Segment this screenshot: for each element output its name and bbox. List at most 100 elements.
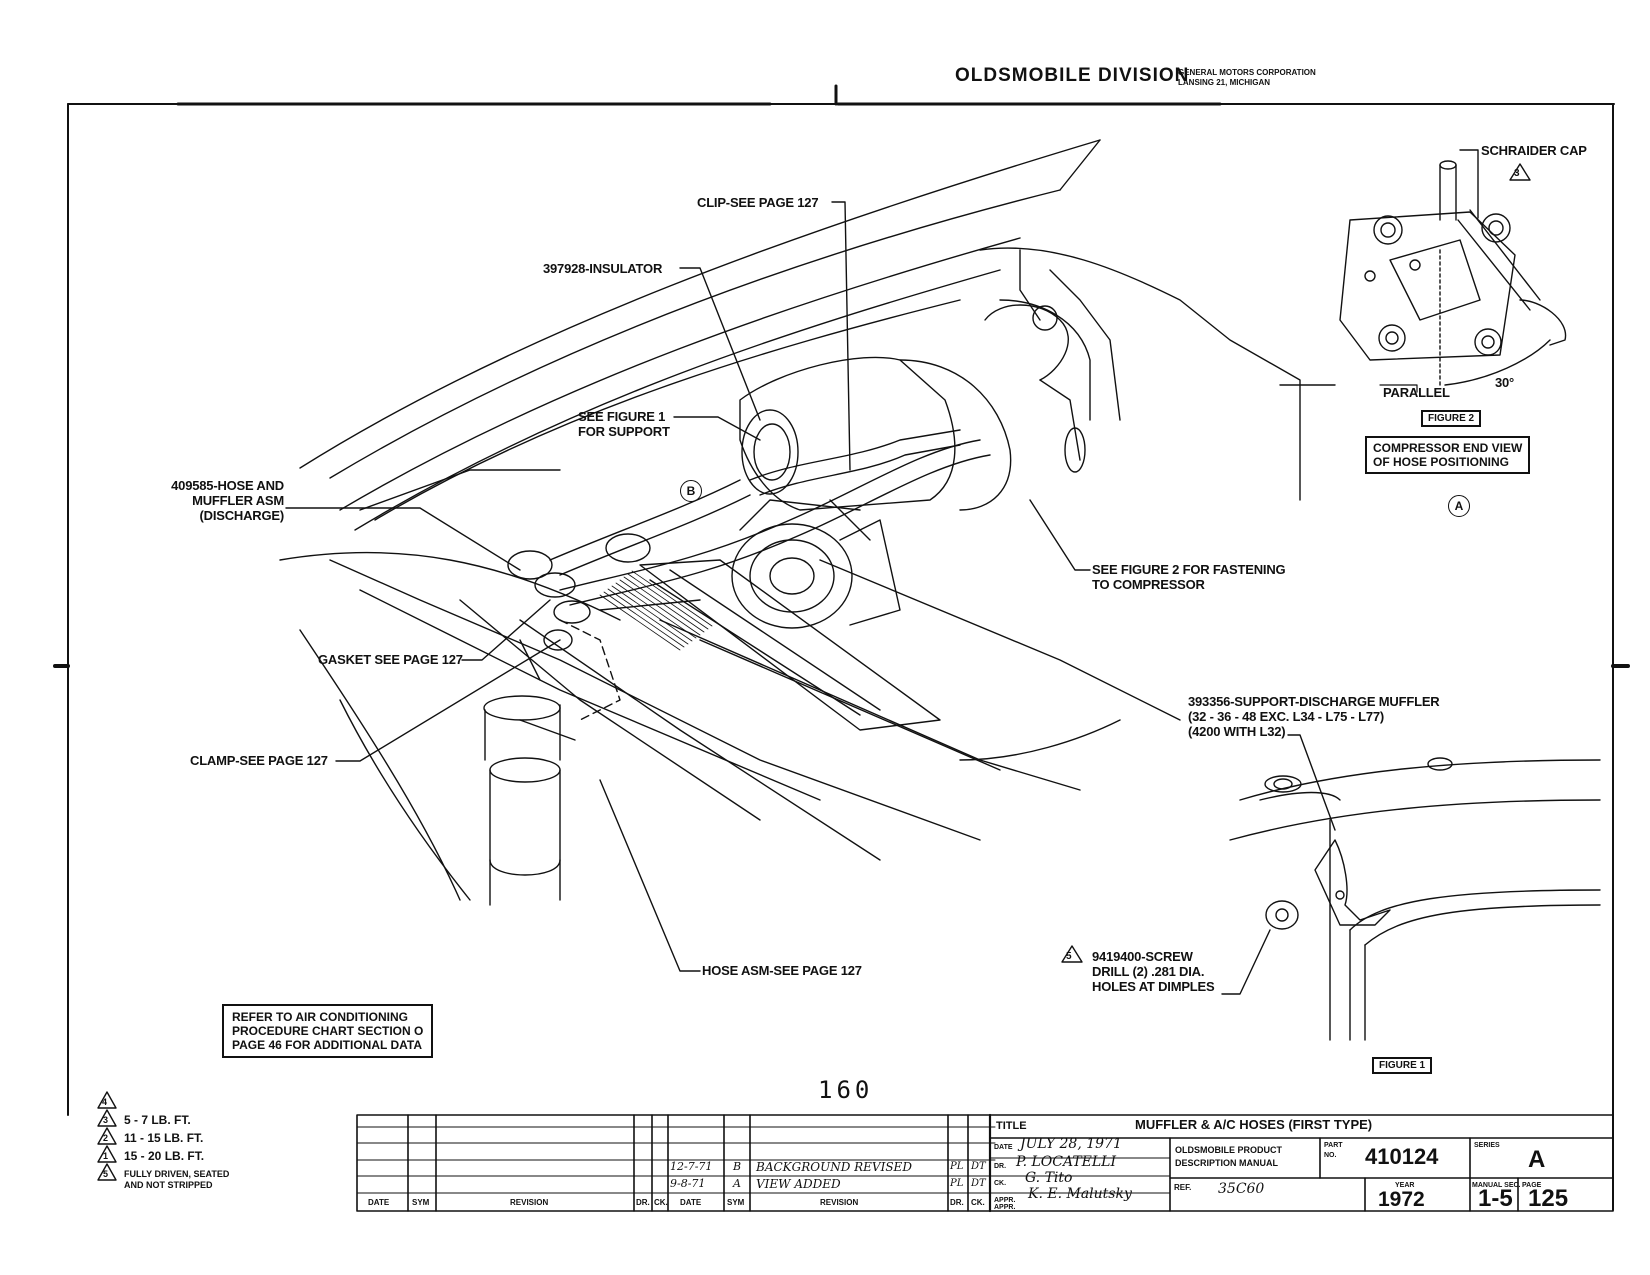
see-figure2-line-1: SEE FIGURE 2 FOR FASTENING xyxy=(1092,562,1286,577)
see-figure1-line-1: SEE FIGURE 1 xyxy=(578,409,666,424)
manual-section-label: MANUAL SEC. xyxy=(1472,1182,1521,1189)
see-figure1-callout: SEE FIGURE 1 FOR SUPPORT xyxy=(578,409,670,439)
drawing-date: JULY 28, 1971 xyxy=(1020,1136,1122,1152)
torque-number-3: 3 xyxy=(103,1115,109,1125)
figure2-caption-line-2: OF HOSE POSITIONING xyxy=(1373,455,1510,469)
screw-line-3: HOLES AT DIMPLES xyxy=(1092,979,1215,994)
rev-header-revision-right: REVISION xyxy=(820,1198,859,1207)
revision-a-sym: A xyxy=(733,1177,741,1190)
page-value: 125 xyxy=(1528,1185,1569,1212)
torque-text-5b: AND NOT STRIPPED xyxy=(124,1180,213,1190)
screw-line-1: 9419400-SCREW xyxy=(1092,949,1193,964)
rev-header-ck-left: CK. xyxy=(654,1198,668,1207)
checked-by: G. Tito xyxy=(1025,1170,1073,1186)
year-label: YEAR xyxy=(1395,1182,1415,1189)
manual-line-1: OLDSMOBILE PRODUCT xyxy=(1175,1145,1282,1155)
support-line-3: (4200 WITH L32) xyxy=(1188,724,1286,739)
drawing-title: MUFFLER & A/C HOSES (FIRST TYPE) xyxy=(1135,1117,1373,1132)
clamp-callout: CLAMP-SEE PAGE 127 xyxy=(190,753,328,768)
revision-a-text: VIEW ADDED xyxy=(756,1177,841,1191)
part-label: PART xyxy=(1324,1142,1343,1149)
schraider-cap-callout: SCHRAIDER CAP xyxy=(1481,143,1587,158)
see-figure1-line-2: FOR SUPPORT xyxy=(578,424,670,439)
rev-header-date-left: DATE xyxy=(368,1198,390,1207)
approved-by-label-2: APPR. xyxy=(994,1204,1016,1211)
torque-text-1: 15 - 20 LB. FT. xyxy=(124,1149,205,1163)
torque-text-3: 5 - 7 LB. FT. xyxy=(124,1113,191,1127)
series-value: A xyxy=(1528,1146,1546,1173)
rev-header-revision-left: REVISION xyxy=(510,1198,549,1207)
angle-label: 30° xyxy=(1495,375,1515,390)
part-no-label: NO. xyxy=(1324,1152,1337,1159)
revision-b-text: BACKGROUND REVISED xyxy=(756,1160,912,1174)
rev-header-sym-left: SYM xyxy=(412,1198,430,1207)
revision-a-ck: DT xyxy=(971,1178,986,1189)
support-callout: 393356-SUPPORT-DISCHARGE MUFFLER (32 - 3… xyxy=(1188,694,1440,739)
year-value: 1972 xyxy=(1378,1188,1425,1211)
revision-b-date: 12-7-71 xyxy=(670,1160,713,1173)
insulator-callout: 397928-INSULATOR xyxy=(543,261,663,276)
corporation-line-2: LANSING 21, MICHIGAN xyxy=(1178,78,1271,87)
corporation-label: GENERAL MOTORS CORPORATION LANSING 21, M… xyxy=(1178,68,1316,88)
rev-header-dr-left: DR. xyxy=(636,1198,650,1207)
screw-line-2: DRILL (2) .281 DIA. xyxy=(1092,964,1205,979)
title-label: TITLE xyxy=(996,1120,1027,1132)
hose-muffler-line-2: MUFFLER ASM xyxy=(192,493,284,508)
view-b-marker: B xyxy=(680,480,702,502)
division-title: OLDSMOBILE DIVISION xyxy=(955,65,1190,86)
hose-asm-callout: HOSE ASM-SEE PAGE 127 xyxy=(702,963,862,978)
revision-a-date: 9-8-71 xyxy=(670,1177,706,1190)
support-line-1: 393356-SUPPORT-DISCHARGE MUFFLER xyxy=(1188,694,1440,709)
drawn-by-label: DR. xyxy=(994,1163,1007,1170)
torque-number-2: 2 xyxy=(103,1133,109,1143)
gasket-callout: GASKET SEE PAGE 127 xyxy=(318,652,463,667)
hose-muffler-line-1: 409585-HOSE AND xyxy=(171,478,284,493)
reference-number: 35C60 xyxy=(1218,1181,1265,1197)
manual-line-2: DESCRIPTION MANUAL xyxy=(1175,1158,1278,1168)
torque-text-2: 11 - 15 LB. FT. xyxy=(124,1131,204,1145)
reference-note-line-1: REFER TO AIR CONDITIONING xyxy=(232,1010,409,1024)
revision-b-sym: B xyxy=(733,1160,742,1173)
drawn-by: P. LOCATELLI xyxy=(1016,1154,1116,1170)
page-number: 160 xyxy=(818,1076,874,1104)
date-label: DATE xyxy=(994,1144,1013,1151)
page-label: PAGE xyxy=(1522,1182,1542,1189)
schraider-triangle-number: 3 xyxy=(1514,168,1520,179)
see-figure2-line-2: TO COMPRESSOR xyxy=(1092,577,1205,592)
screw-triangle-number: 5 xyxy=(1066,951,1072,962)
torque-text-5: FULLY DRIVEN, SEATED xyxy=(124,1169,230,1179)
support-line-2: (32 - 36 - 48 EXC. L34 - L75 - L77) xyxy=(1188,709,1385,724)
rev-header-date-right: DATE xyxy=(680,1198,702,1207)
approved-by: K. E. Malutsky xyxy=(1028,1186,1132,1202)
reference-note-line-2: PROCEDURE CHART SECTION O xyxy=(232,1024,424,1038)
revision-b-dr: PL xyxy=(950,1161,964,1172)
torque-number-4: 4 xyxy=(102,1097,108,1107)
rev-header-ck-right: CK. xyxy=(971,1198,985,1207)
reference-note-box: REFER TO AIR CONDITIONING PROCEDURE CHAR… xyxy=(222,1004,434,1058)
figure2-caption: COMPRESSOR END VIEW OF HOSE POSITIONING xyxy=(1365,436,1531,474)
reference-note-line-3: PAGE 46 FOR ADDITIONAL DATA xyxy=(232,1038,423,1052)
figure2-tag: FIGURE 2 xyxy=(1421,410,1482,427)
torque-number-5: 5 xyxy=(103,1169,109,1179)
series-label: SERIES xyxy=(1474,1142,1500,1149)
figure1-tag: FIGURE 1 xyxy=(1372,1057,1433,1074)
revision-b-ck: DT xyxy=(971,1161,986,1172)
ref-label: REF. xyxy=(1174,1183,1192,1192)
figure2-caption-line-1: COMPRESSOR END VIEW xyxy=(1373,441,1523,455)
parallel-label: PARALLEL xyxy=(1383,385,1450,400)
rev-header-dr-right: DR. xyxy=(950,1198,964,1207)
hose-muffler-line-3: (DISCHARGE) xyxy=(199,508,285,523)
revision-a-dr: PL xyxy=(950,1178,964,1189)
checked-by-label: CK. xyxy=(994,1180,1007,1187)
screw-callout: 9419400-SCREW DRILL (2) .281 DIA. HOLES … xyxy=(1092,949,1215,994)
manual-section-value: 1-5 xyxy=(1478,1185,1513,1212)
rev-header-sym-right: SYM xyxy=(727,1198,745,1207)
approved-by-label: APPR. xyxy=(994,1197,1016,1204)
hose-muffler-callout: 409585-HOSE AND MUFFLER ASM (DISCHARGE) xyxy=(110,478,284,523)
see-figure2-callout: SEE FIGURE 2 FOR FASTENING TO COMPRESSOR xyxy=(1092,562,1286,592)
clip-callout: CLIP-SEE PAGE 127 xyxy=(697,195,819,210)
view-a-marker: A xyxy=(1448,495,1470,517)
part-number: 410124 xyxy=(1365,1144,1439,1169)
corporation-line-1: GENERAL MOTORS CORPORATION xyxy=(1178,68,1316,77)
